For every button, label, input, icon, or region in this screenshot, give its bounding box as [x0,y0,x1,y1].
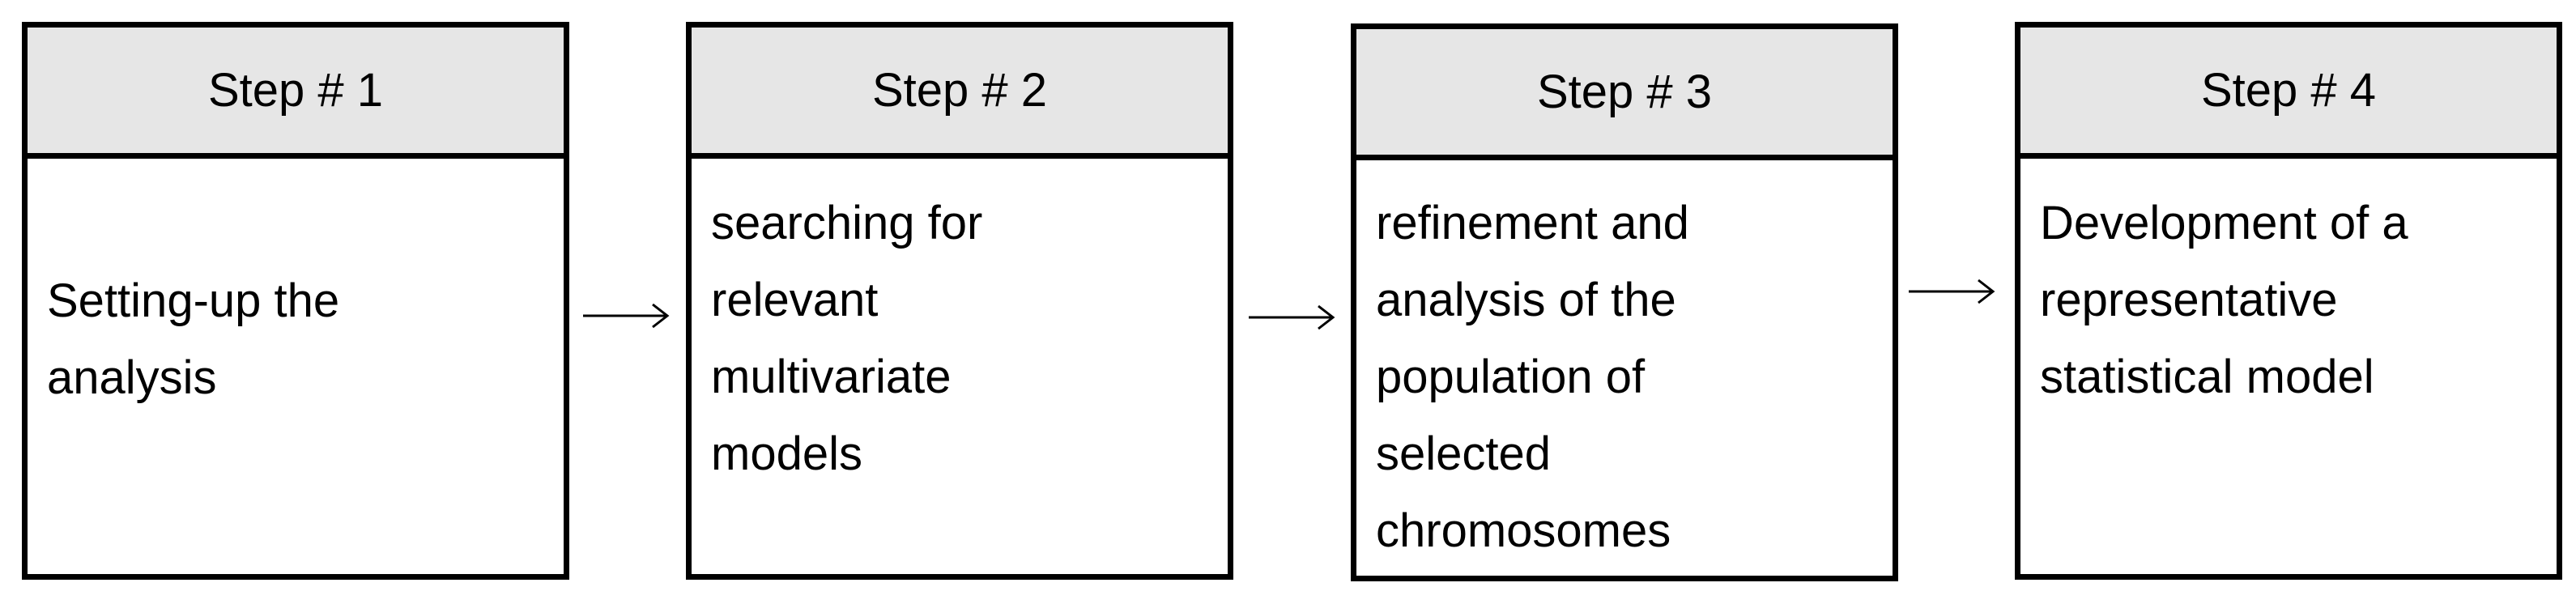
step-2-line-2: relevant [711,274,879,326]
step-2-description: searching for relevant multivariate mode… [711,185,1215,492]
step-4-line-3: statistical model [2040,351,2374,403]
step-1-box: Step # 1 Setting-up the analysis [22,22,569,580]
arrow-right-icon [1909,279,1995,304]
step-1-line-2: analysis [47,351,217,404]
step-4-box: Step # 4 Development of a representative… [2015,22,2562,580]
step-3-line-2: analysis of the [1376,274,1676,326]
step-3-box: Step # 3 refinement and analysis of the … [1351,23,1898,581]
step-3-line-1: refinement and [1376,197,1689,249]
step-2-header: Step # 2 [692,28,1228,159]
step-2-line-3: multivariate [711,351,952,403]
step-2-box: Step # 2 searching for relevant multivar… [686,22,1233,580]
step-2-line-1: searching for [711,197,983,249]
step-3-header: Step # 3 [1356,29,1893,160]
step-1-description: Setting-up the analysis [47,262,551,416]
step-3-line-3: population of [1376,351,1646,403]
step-3-line-5: chromosomes [1376,504,1671,557]
step-2-line-4: models [711,427,862,480]
step-4-header: Step # 4 [2020,28,2557,159]
step-4-line-1: Development of a [2040,197,2408,249]
step-4-description: Development of a representative statisti… [2040,185,2544,415]
arrow-right-icon [1249,304,1335,330]
arrow-right-icon [583,303,670,329]
step-1-line-1: Setting-up the [47,274,340,327]
step-4-line-2: representative [2040,274,2338,326]
step-3-description: refinement and analysis of the populatio… [1376,185,1880,569]
step-1-header: Step # 1 [28,28,564,159]
step-3-line-4: selected [1376,427,1552,480]
